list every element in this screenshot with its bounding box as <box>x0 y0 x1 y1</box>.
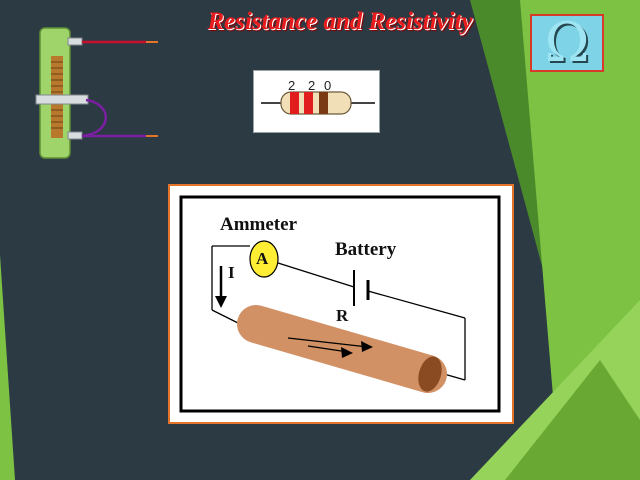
ammeter-letter: A <box>256 249 269 268</box>
green-wedge-lower <box>505 360 640 480</box>
resistor-band-3 <box>319 92 328 114</box>
circuit-diagram-frame <box>168 184 514 424</box>
wire-purple <box>81 98 146 138</box>
omega-logo: Ω <box>530 11 604 74</box>
resistance-label: R <box>336 306 349 325</box>
band-digit-1: 2 <box>288 78 296 93</box>
flow-arrowhead-2 <box>341 347 353 358</box>
flow-arrowhead-1 <box>361 341 373 352</box>
ammeter-label: Ammeter <box>220 214 298 235</box>
rheostat-slider-bar <box>35 94 89 105</box>
band-digit-3: 0 <box>324 78 332 93</box>
circuit-diagram <box>179 195 501 413</box>
rheostat-terminal-bottom <box>67 131 83 140</box>
slide-title: Resistance and Resistivity <box>207 8 473 35</box>
inner-border <box>179 195 501 413</box>
battery-label: Battery <box>335 239 397 260</box>
current-label: I <box>228 263 235 282</box>
resistor-image <box>261 91 375 115</box>
resistor-band-1 <box>290 92 299 114</box>
flow-arrow-1 <box>287 337 369 348</box>
band-digit-2: 2 <box>308 78 316 93</box>
rheostat-terminal-top <box>67 37 83 46</box>
rheostat-image <box>35 27 158 159</box>
ammeter-symbol <box>249 240 279 278</box>
resistor-band-2 <box>304 92 313 114</box>
flow-arrow-2 <box>307 345 349 353</box>
omega-symbol: Ω <box>544 11 590 74</box>
green-wedge-left <box>0 255 15 480</box>
conductor-rod-end <box>418 356 442 392</box>
current-arrowhead <box>215 296 227 308</box>
